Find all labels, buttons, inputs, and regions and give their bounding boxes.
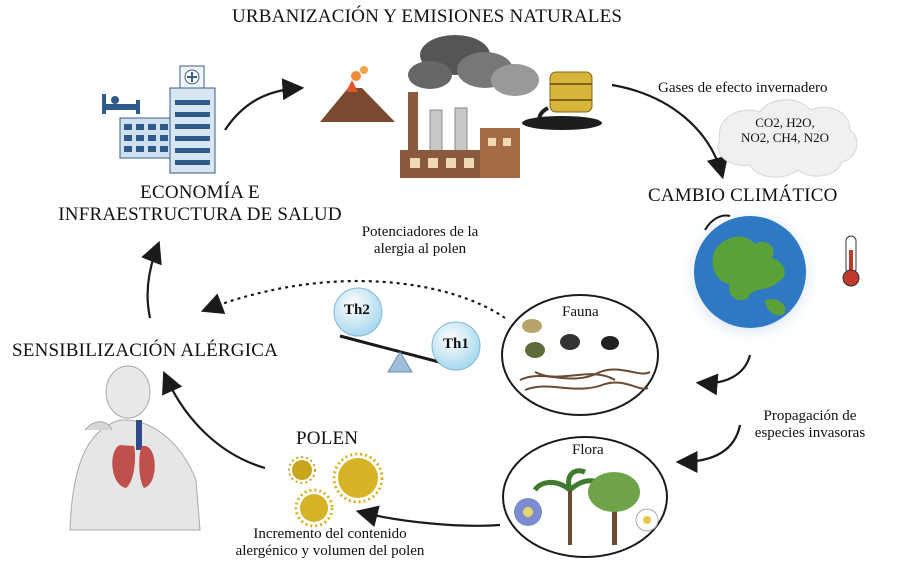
arrow-cambio-to-propagacion [695, 354, 752, 396]
arrow-propagacion-to-flora [675, 424, 742, 473]
label-th1: Th1 [443, 336, 469, 352]
arrow-fauna-to-sensibilizacion-dotted [200, 279, 506, 319]
arrow-emisiones-to-cambio [611, 83, 729, 180]
label-potenciadores: Potenciadores de la alergia al polen [340, 224, 500, 259]
earth-icon [678, 203, 822, 347]
label-propagacion: Propagación de especies invasoras [730, 408, 890, 443]
node-polen: POLEN [296, 428, 359, 449]
oil-barrel-icon [522, 71, 602, 130]
arrow-economia-to-emisiones [224, 78, 305, 131]
tree-icon [588, 472, 640, 545]
label-potenciadores-line2: alergia al polen [373, 241, 467, 258]
label-flora: Flora [572, 442, 604, 458]
label-th2: Th2 [344, 302, 370, 318]
node-sensibilizacion: SENSIBILIZACIÓN ALÉRGICA [12, 340, 279, 361]
th2-bubble [333, 287, 383, 337]
thermometer-icon [842, 235, 860, 287]
label-gas-list: CO2, H2O, NO2, CH4, N2O [730, 115, 840, 146]
label-gases: Gases de efecto invernadero [658, 80, 828, 96]
pollen-icon [288, 452, 384, 528]
label-gas-list-line2: NO2, CH4, N2O [740, 129, 830, 145]
volcano-icon [320, 66, 395, 122]
mite-icon [522, 319, 619, 358]
th1-bubble [431, 321, 481, 371]
label-fauna: Fauna [562, 304, 599, 320]
cycle-arrows [141, 78, 752, 527]
arrow-polen-to-sensibilizacion [162, 370, 266, 470]
hospital-bed-icon [102, 94, 140, 114]
flora-circle [502, 436, 668, 558]
label-incremento-line1: Incremento del contenido [253, 526, 407, 542]
node-economia-line2: INFRAESTRUCTURA DE SALUD [58, 203, 342, 225]
person-lungs-icon [69, 365, 201, 531]
factory-icon [400, 35, 539, 178]
white-flower-icon [635, 508, 659, 532]
node-economia-line1: ECONOMÍA E [140, 182, 260, 203]
label-gas-list-line1: CO2, H2O, [755, 115, 815, 130]
label-propagacion-line2: especies invasoras [754, 425, 866, 442]
label-incremento-line2: alergénico y volumen del polen [235, 543, 425, 560]
label-propagacion-line1: Propagación de [763, 408, 857, 424]
hospital-icon [102, 65, 216, 174]
label-potenciadores-line1: Potenciadores de la [361, 224, 479, 240]
worms-icon [519, 368, 651, 391]
gas-cloud [717, 99, 858, 178]
blue-flower-icon [514, 498, 542, 526]
arrow-flora-to-polen [355, 505, 501, 527]
diagram-title: URBANIZACIÓN Y EMISIONES NATURALES [232, 6, 623, 27]
node-economia: ECONOMÍA E INFRAESTRUCTURA DE SALUD [40, 182, 360, 226]
label-incremento: Incremento del contenido alergénico y vo… [200, 526, 460, 561]
arrow-sensibilizacion-to-economia [141, 240, 162, 319]
th-balance [333, 287, 481, 373]
node-cambio-climatico: CAMBIO CLIMÁTICO [648, 185, 838, 206]
fauna-circle [501, 294, 659, 416]
